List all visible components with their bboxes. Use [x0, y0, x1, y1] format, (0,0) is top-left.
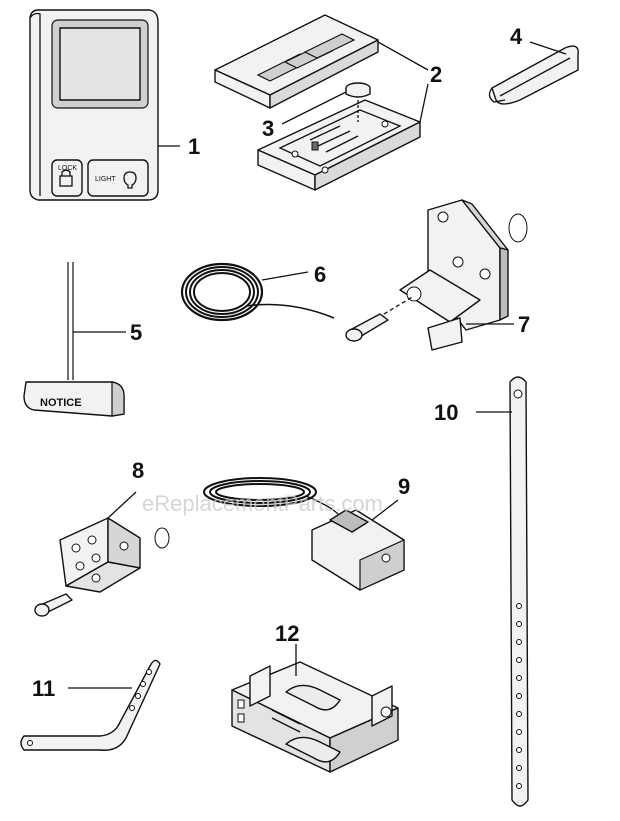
part-12-rail-bracket: 12: [231, 621, 399, 773]
lock-label: LOCK: [58, 165, 77, 172]
part-4-visor-clip: 4: [488, 24, 579, 105]
part-label-12: 12: [275, 621, 299, 646]
part-label-5: 5: [130, 320, 142, 345]
part-label-4: 4: [510, 24, 523, 49]
part-5-notice-tag: NOTICE 5: [23, 262, 142, 417]
part-10-straight-arm: 10: [434, 376, 529, 807]
notice-label: NOTICE: [40, 397, 82, 409]
part-8-angle-bracket: 8: [34, 458, 170, 617]
part-2-remote: 2: [214, 14, 442, 191]
part-11-curved-arm: 11: [20, 659, 161, 751]
part-1-wall-control: LOCK LIGHT 1: [29, 9, 200, 201]
part-label-1: 1: [188, 134, 200, 159]
part-9-safety-sensor: 9: [203, 474, 410, 591]
part-label-6: 6: [314, 262, 326, 287]
part-label-8: 8: [132, 458, 144, 483]
part-label-10: 10: [434, 400, 458, 425]
part-label-7: 7: [518, 312, 530, 337]
part-label-9: 9: [398, 474, 410, 499]
part-label-11: 11: [32, 676, 55, 701]
part-label-2: 2: [430, 62, 442, 87]
part-3-battery: 3: [262, 82, 371, 141]
part-6-coiled-wire: 6: [180, 262, 335, 322]
light-label: LIGHT: [95, 176, 116, 183]
watermark: eReplacementParts.com: [142, 491, 383, 516]
part-label-3: 3: [262, 116, 274, 141]
part-7-door-bracket: 7: [345, 199, 530, 351]
